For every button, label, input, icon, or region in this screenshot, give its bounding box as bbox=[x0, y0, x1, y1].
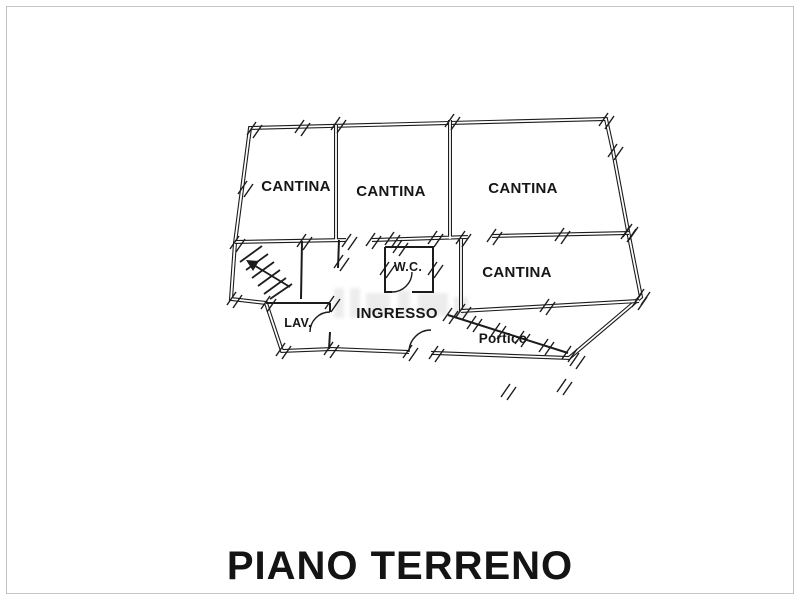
room-label-cantina-nw: CANTINA bbox=[261, 178, 331, 195]
stair-arrow-head bbox=[246, 260, 259, 271]
room-label-lav: LAV. bbox=[284, 316, 312, 330]
room-label-cantina-ne: CANTINA bbox=[488, 180, 558, 197]
room-label-wc: W.C. bbox=[394, 260, 422, 274]
room-labels: CANTINA CANTINA CANTINA CANTINA W.C. ING… bbox=[261, 178, 558, 346]
room-label-ingresso: INGRESSO bbox=[356, 305, 438, 322]
room-label-cantina-e: CANTINA bbox=[482, 264, 552, 281]
light-partition-walls bbox=[266, 239, 569, 354]
wall-tick-marks bbox=[226, 112, 651, 401]
room-label-cantina-n: CANTINA bbox=[356, 183, 426, 200]
room-label-portico: Portico bbox=[479, 331, 528, 346]
plan-title: PIANO TERRENO bbox=[226, 544, 574, 588]
interior-walls bbox=[234, 120, 640, 313]
watermark bbox=[334, 288, 468, 318]
stair-arrow-line bbox=[251, 263, 291, 288]
staircase bbox=[239, 245, 293, 300]
